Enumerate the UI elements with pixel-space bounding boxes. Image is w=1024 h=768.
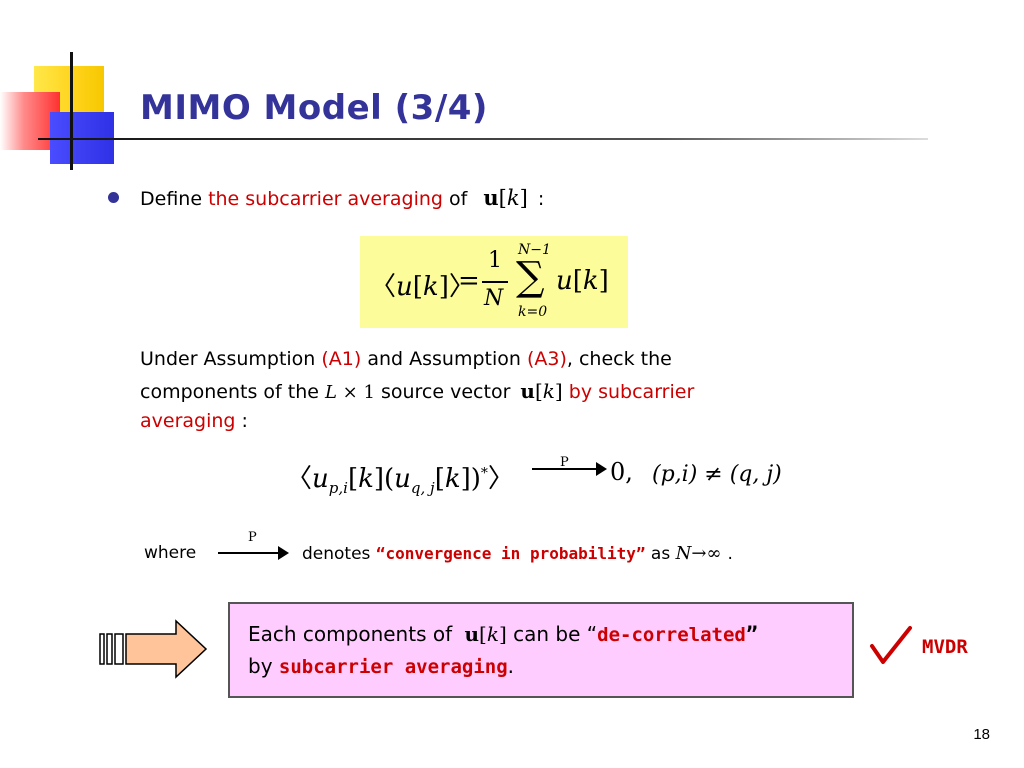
define-prefix: Define [140,188,209,210]
callout-line-2: by subcarrier averaging. [248,654,514,678]
callout-text: can be “ [506,622,598,646]
slide-title: MIMO Model (3/4) [140,88,488,128]
where-text: as [645,544,676,564]
paragraph-highlight: by subcarrier [562,381,695,403]
corner-decoration-vertical-line [70,52,73,170]
callout-text: by [248,654,279,678]
callout-text: ” [745,622,758,646]
paragraph-text: : [235,410,248,432]
where-arrow-shaft [218,552,280,554]
callout-text: Each components of [248,622,459,646]
equation-numerator: 1 [488,248,502,273]
callout-text: . [507,654,515,678]
paragraph-line-2: components of the L × 1 source vector u[… [140,379,694,403]
mvdr-label: MVDR [922,636,968,658]
bullet-dot-icon [108,192,119,203]
assumption-a1: (A1) [321,348,362,370]
equation-denominator: N [484,286,504,311]
convergence-arrow-label: P [560,455,569,470]
paragraph-line-1: Under Assumption (A1) and Assumption (A3… [140,348,672,370]
sum-symbol: ∑ [516,254,545,300]
paragraph-text: Under Assumption [140,348,322,370]
conclusion-callout: Each components of u[k] can be “de-corre… [228,602,854,698]
convergence-in-probability: “convergence in probability” [375,544,646,563]
define-colon: : [537,188,545,210]
title-underline [38,138,928,140]
convergence-arrow-shaft [532,468,600,470]
source-vector: u[k] [520,379,563,403]
page-number: 18 [973,726,990,743]
subcarrier-averaging-highlight: subcarrier averaging [278,656,508,678]
limit-expression: N→∞ [675,543,722,564]
paragraph-highlight: averaging [140,410,236,432]
index-condition: (p,i) ≠ (q, j) [652,462,782,487]
where-arrow-head-icon [278,546,289,560]
paragraph-text: , check the [566,348,672,370]
define-of: of [442,188,474,210]
sum-lower-limit: k=0 [518,304,548,320]
check-mark-icon [870,626,912,664]
paragraph-text: components of the [140,381,325,403]
convergence-result: 0, [610,458,633,486]
callout-line-1: Each components of u[k] can be “de-corre… [248,622,758,646]
equation-rhs: u[k] [556,266,609,296]
where-arrow-label: P [248,530,257,545]
equation-lhs: 〈u[k]〉 [370,272,475,302]
callout-vector: u[k] [464,622,507,646]
decorrelation-equation: 〈up,i[k](uq, j[k])*〉 [286,464,514,498]
where-text: . [727,544,733,564]
where-label: where [144,543,197,563]
fraction-bar [482,281,508,283]
where-text: denotes [302,544,376,564]
paragraph-line-3: averaging : [140,410,248,432]
define-highlight: the subcarrier averaging [208,188,443,210]
paragraph-text: source vector [374,381,517,403]
define-line: Define the subcarrier averaging of u[k] … [140,185,544,210]
sum-upper-limit: N−1 [518,242,551,258]
averaging-equation-box: 〈u[k]〉 = 1 N N−1 ∑ k=0 u[k] [360,236,628,328]
where-definition: denotes “convergence in probability” as … [302,543,733,564]
equation-equals: = [458,266,480,296]
assumption-a3: (A3) [526,348,567,370]
de-correlated-highlight: de-correlated [597,624,746,646]
pointer-arrow-icon [99,619,208,679]
vector-dimension: L × 1 [325,382,375,403]
convergence-arrow-head-icon [596,462,607,476]
define-vector: u[k] [483,185,528,210]
paragraph-text: and Assumption [361,348,527,370]
